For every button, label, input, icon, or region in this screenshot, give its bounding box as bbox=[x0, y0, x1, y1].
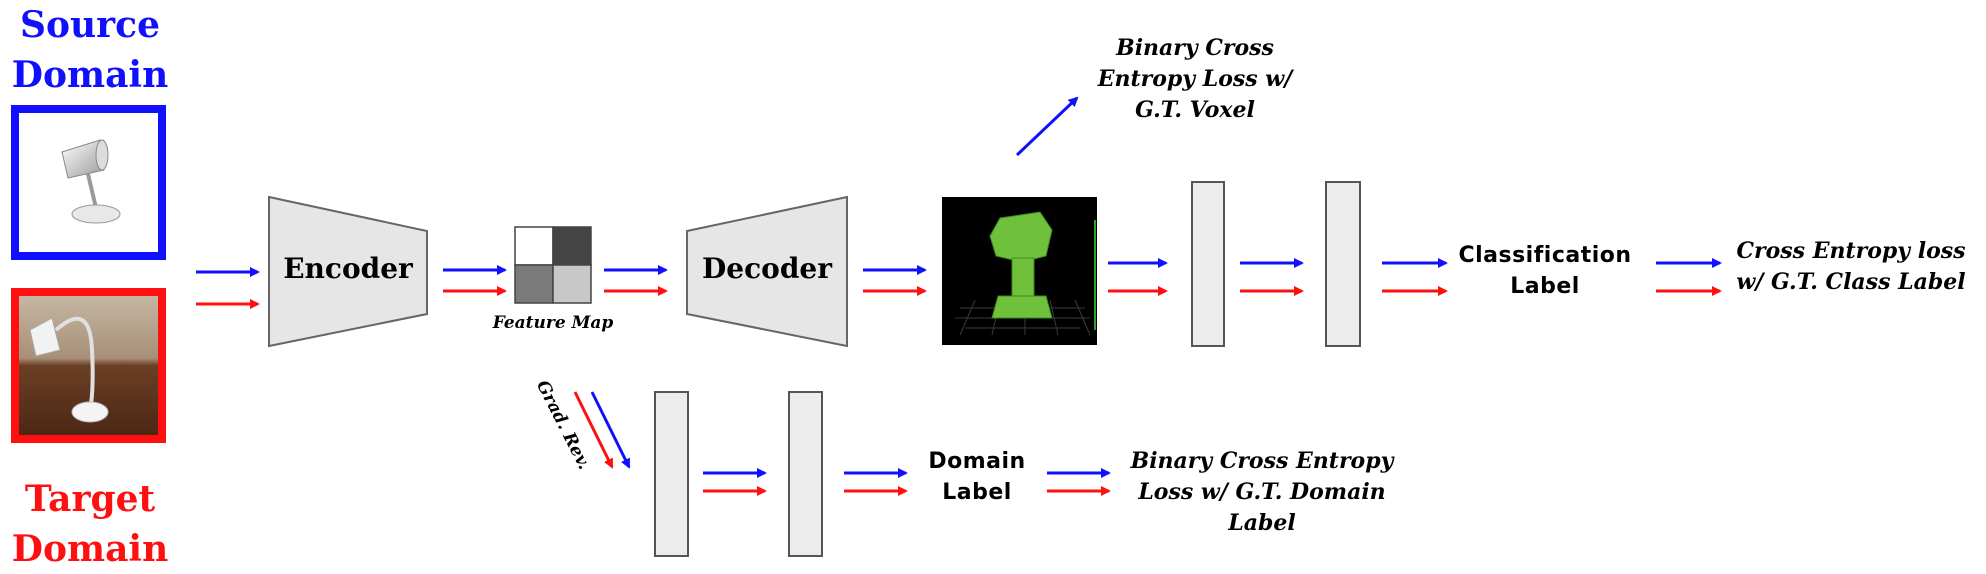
grad-rev-target-arrow bbox=[573, 391, 614, 469]
voxel-lamp-shape bbox=[989, 211, 1053, 319]
classification-label-line-1: Classification bbox=[1458, 243, 1632, 268]
classification-label-line-2: Label bbox=[1510, 274, 1580, 299]
target-domain-title-line-1: Target bbox=[24, 478, 156, 520]
domain-label-line-2: Label bbox=[942, 480, 1012, 505]
domain-loss-label: Binary Cross Entropy Loss w/ G.T. Domain… bbox=[1112, 446, 1412, 539]
photo-lamp-icon bbox=[29, 316, 109, 423]
voxel-loss-arrow bbox=[1015, 96, 1079, 157]
source-domain-title-line-1: Source bbox=[20, 4, 160, 46]
rendered-lamp-icon bbox=[61, 139, 121, 224]
grad-rev-source-arrow bbox=[590, 391, 631, 469]
decoder-block bbox=[686, 195, 848, 348]
encoder-label: Encoder bbox=[283, 252, 413, 285]
classifier-fc-layer-2 bbox=[1325, 181, 1361, 347]
voxel-loss-label: Binary Cross Entropy Loss w/ G.T. Voxel bbox=[1040, 33, 1350, 126]
class-loss-line-2: w/ G.T. Class Label bbox=[1736, 269, 1966, 295]
source-domain-title: Source Domain bbox=[0, 0, 180, 100]
domain-loss-line-1: Binary Cross Entropy bbox=[1130, 448, 1394, 474]
source-domain-title-line-2: Domain bbox=[11, 54, 169, 96]
feature-map-label: Feature Map bbox=[492, 313, 614, 333]
encoder-block bbox=[268, 195, 428, 348]
target-domain-image bbox=[11, 288, 166, 443]
domain-fc-layer-1 bbox=[654, 391, 689, 557]
domain-label: Domain Label bbox=[902, 446, 1052, 508]
domain-fc-layer-2 bbox=[788, 391, 823, 557]
voxel-output-image bbox=[942, 197, 1097, 345]
domain-loss-line-3: Label bbox=[1228, 510, 1296, 536]
feature-map-grid bbox=[514, 226, 592, 304]
class-loss-line-1: Cross Entropy loss bbox=[1736, 238, 1966, 264]
voxel-loss-line-2: Entropy Loss w/ bbox=[1097, 66, 1293, 92]
domain-loss-line-2: Loss w/ G.T. Domain bbox=[1138, 479, 1386, 505]
class-loss-label: Cross Entropy loss w/ G.T. Class Label bbox=[1716, 236, 1986, 298]
classifier-fc-layer-1 bbox=[1191, 181, 1225, 347]
target-domain-title-line-2: Domain bbox=[11, 528, 169, 570]
domain-label-line-1: Domain bbox=[928, 449, 1026, 474]
decoder-label: Decoder bbox=[702, 252, 832, 285]
source-domain-image bbox=[11, 105, 166, 260]
classification-label: Classification Label bbox=[1440, 240, 1650, 302]
target-domain-title: Target Domain bbox=[0, 474, 180, 574]
voxel-loss-line-1: Binary Cross bbox=[1116, 35, 1274, 61]
voxel-loss-line-3: G.T. Voxel bbox=[1135, 97, 1255, 123]
